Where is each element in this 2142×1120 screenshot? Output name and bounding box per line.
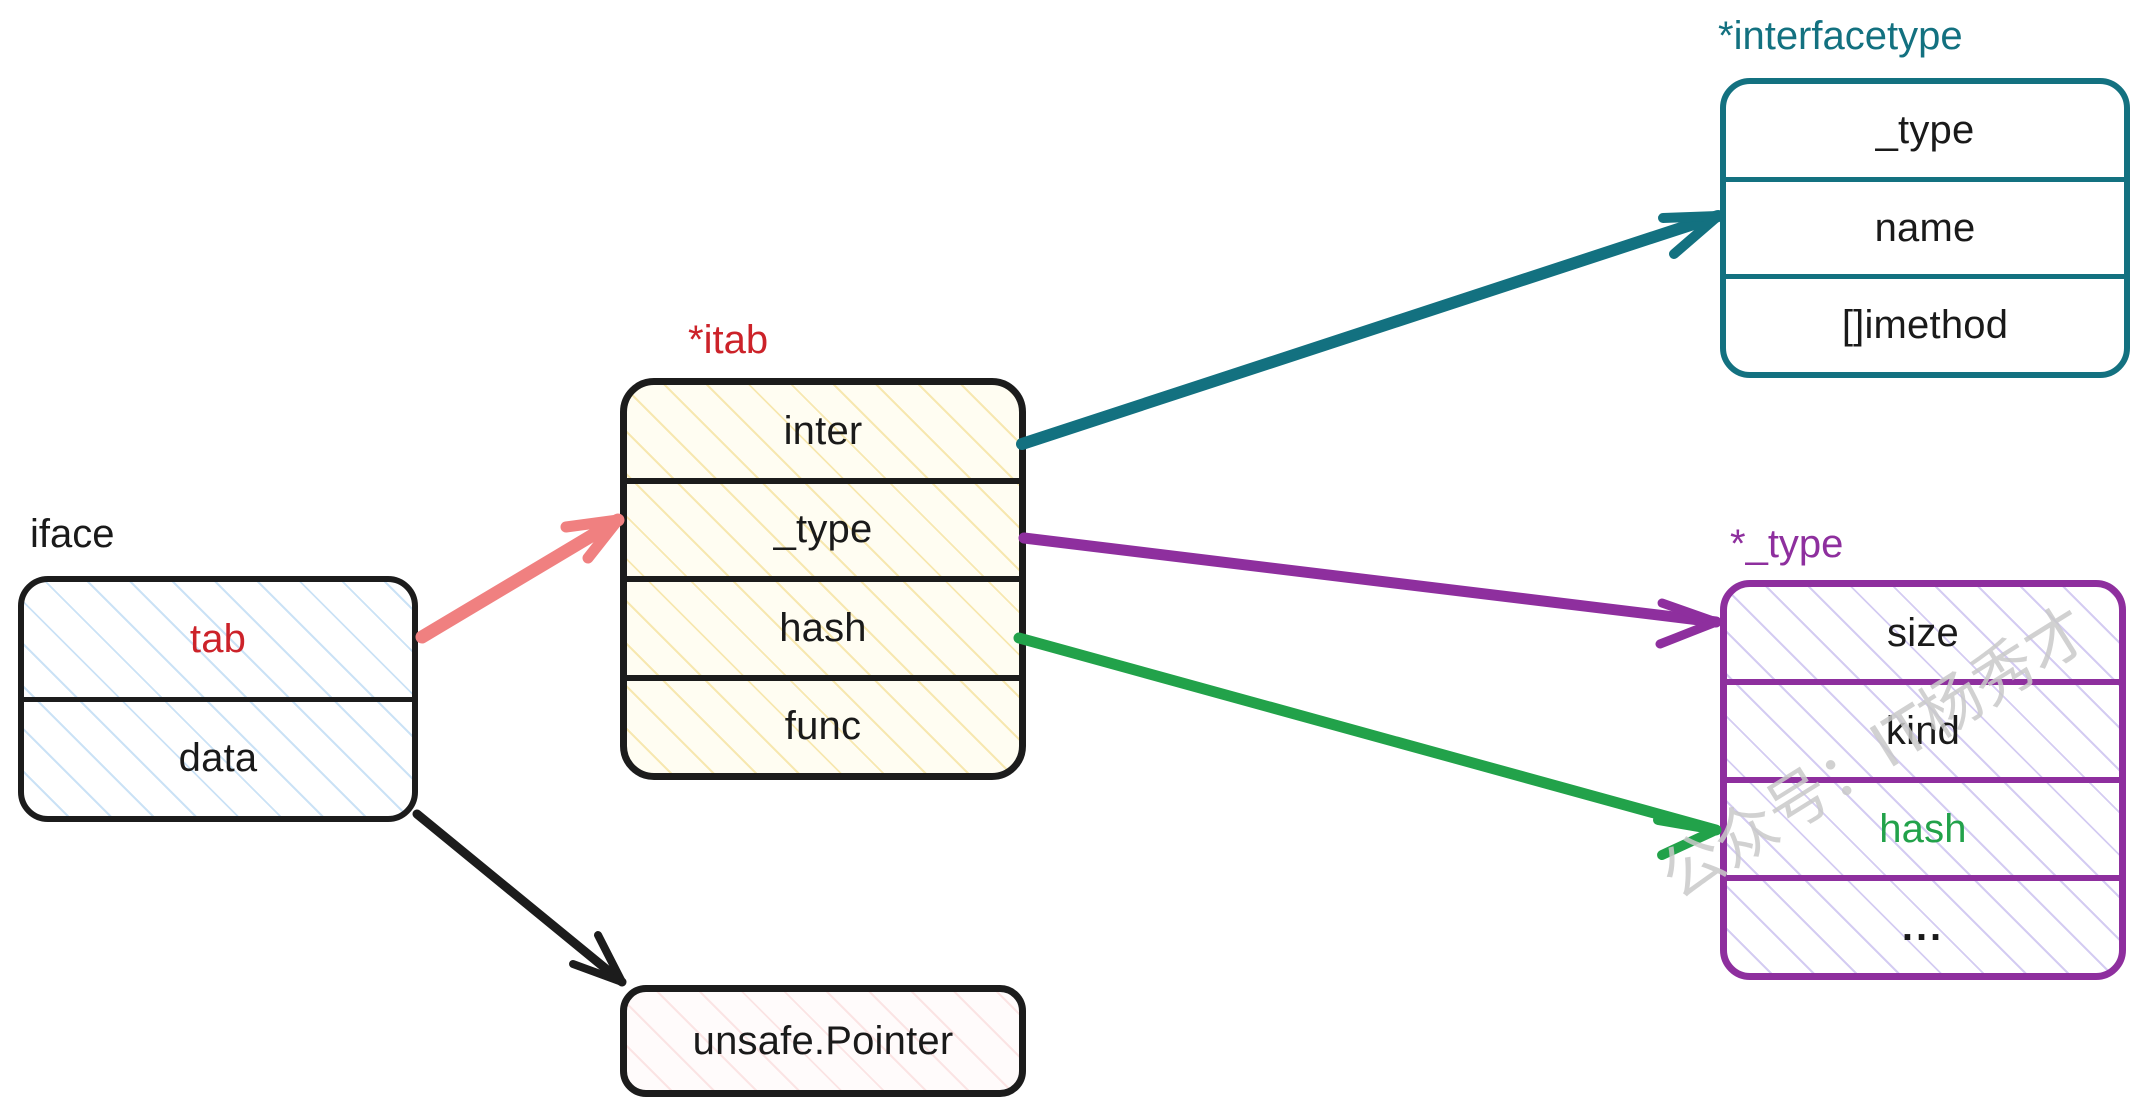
iface-row-data: data bbox=[24, 696, 412, 817]
interfacetype-caption: *interfacetype bbox=[1718, 14, 1963, 58]
arrow-itab-hash-to-type-hash bbox=[1013, 632, 1722, 860]
itab-row-hash: hash bbox=[627, 576, 1019, 675]
type-row-hash-label: hash bbox=[1879, 806, 1967, 851]
iface-caption: iface bbox=[30, 512, 115, 556]
type-box: size kind hash ... bbox=[1720, 580, 2126, 980]
itab-row-func: func bbox=[627, 674, 1019, 774]
itab-row-inter-label: inter bbox=[783, 408, 863, 453]
iface-row-data-label: data bbox=[178, 736, 258, 781]
type-caption: *_type bbox=[1730, 522, 1844, 566]
interfacetype-row-name-label: name bbox=[1874, 205, 1976, 250]
iface-row-tab: tab bbox=[24, 582, 412, 697]
unsafe-pointer-label: unsafe.Pointer bbox=[692, 1018, 954, 1063]
type-row-kind-label: kind bbox=[1885, 708, 1961, 753]
itab-row-inter: inter bbox=[627, 385, 1019, 478]
unsafe-pointer-box: unsafe.Pointer bbox=[620, 985, 1026, 1097]
arrow-inter-to-interfacetype bbox=[1016, 210, 1724, 450]
itab-box: inter _type hash func bbox=[620, 378, 1026, 780]
type-row-size: size bbox=[1727, 587, 2119, 679]
arrow-tab-to-itab bbox=[415, 513, 625, 644]
itab-row-hash-label: hash bbox=[779, 605, 867, 650]
itab-row-type: _type bbox=[627, 477, 1019, 577]
interfacetype-row-type-label: _type bbox=[1875, 107, 1975, 152]
type-row-kind: kind bbox=[1727, 679, 2119, 777]
itab-row-func-label: func bbox=[784, 704, 862, 749]
type-row-ellipsis-label: ... bbox=[1901, 904, 1945, 949]
arrow-data-to-unsafe-pointer bbox=[412, 809, 627, 987]
itab-row-type-label: _type bbox=[773, 507, 873, 552]
arrow-itab-type-to-type bbox=[1018, 532, 1722, 649]
type-row-hash: hash bbox=[1727, 777, 2119, 875]
interfacetype-row-name: name bbox=[1726, 176, 2124, 275]
interfacetype-row-type: _type bbox=[1726, 84, 2124, 177]
unsafe-pointer-row: unsafe.Pointer bbox=[627, 992, 1019, 1090]
interfacetype-row-imethod: []imethod bbox=[1726, 274, 2124, 372]
iface-box: tab data bbox=[18, 576, 418, 822]
interfacetype-box: _type name []imethod bbox=[1720, 78, 2130, 378]
type-row-ellipsis: ... bbox=[1727, 875, 2119, 973]
type-row-size-label: size bbox=[1887, 610, 1959, 655]
iface-row-tab-label: tab bbox=[189, 616, 247, 661]
interfacetype-row-imethod-label: []imethod bbox=[1841, 303, 2009, 348]
itab-caption: *itab bbox=[688, 318, 769, 362]
